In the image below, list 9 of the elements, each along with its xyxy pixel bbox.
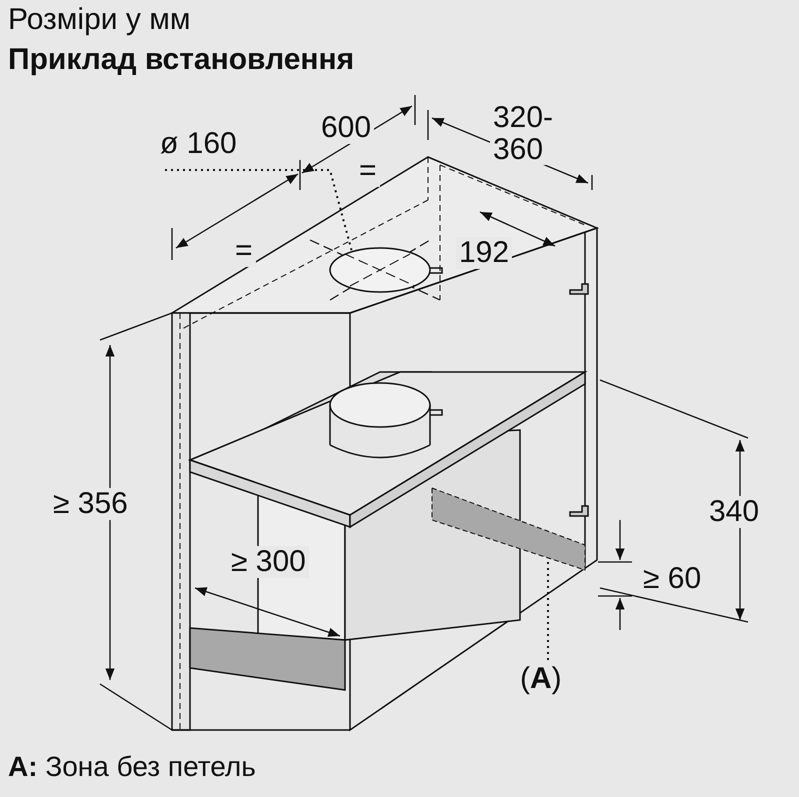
callout-label: ø 160 [160,128,237,160]
units-note: Розміри у мм [8,4,190,36]
duct-hole [329,247,431,293]
leader-line [165,169,353,252]
caption: A: Зона без петель [8,752,256,782]
title: Приклад встановлення [8,44,354,76]
callout-label: (A) [520,663,562,694]
dimension-label: 192 [456,237,512,268]
hinge-free-zone [432,487,586,571]
